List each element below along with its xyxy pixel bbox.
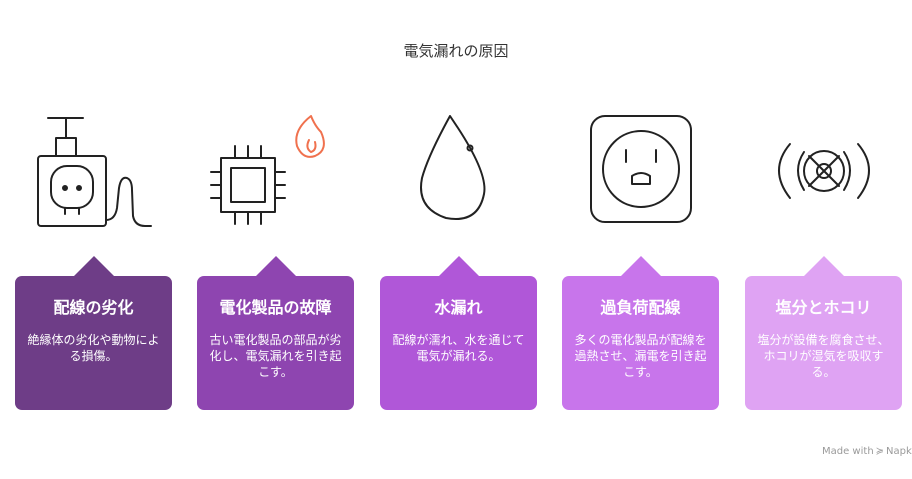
card-text: 絶縁体の劣化や動物による損傷。: [27, 333, 160, 363]
card-text: 多くの電化製品が配線を過熱させ、漏電を引き起こす。: [574, 333, 707, 379]
made-with-credit[interactable]: Made with≽Napkin: [822, 446, 912, 457]
chip-flame-icon: [210, 108, 331, 230]
napkin-logo-icon: ≽: [875, 446, 885, 457]
card-title: 配線の劣化: [53, 298, 134, 317]
card-title: 過負荷配線: [600, 298, 681, 317]
cause-card-overload: 過負荷配線 多くの電化製品が配線を過熱させ、漏電を引き起こす。: [562, 256, 719, 410]
card-text: 配線が濡れ、水を通じて電気が漏れる。: [392, 333, 525, 363]
card-title: 塩分とホコリ: [775, 298, 872, 317]
no-dust-icon: [762, 108, 882, 230]
card-text: 塩分が設備を腐食させ、ホコリが湿気を吸収する。: [757, 333, 890, 379]
cause-card-wiring: 配線の劣化 絶縁体の劣化や動物による損傷。: [15, 256, 172, 410]
diagram-title: 電気漏れの原因: [403, 42, 509, 60]
cause-card-salt-dust: 塩分とホコリ 塩分が設備を腐食させ、ホコリが湿気を吸収する。: [745, 256, 902, 410]
card-text: 古い電化製品の部品が劣化し、電気漏れを引き起こす。: [209, 333, 342, 379]
outlet-icon: [583, 108, 703, 230]
credit-prefix: Made with: [822, 446, 874, 457]
cause-card-water: 水漏れ 配線が濡れ、水を通じて電気が漏れる。: [380, 256, 537, 410]
water-drop-icon: [398, 108, 518, 230]
cause-card-appliance: 電化製品の故障 古い電化製品の部品が劣化し、電気漏れを引き起こす。: [197, 256, 354, 410]
plug-icon: [33, 108, 153, 230]
credit-brand: Napkin: [886, 446, 912, 457]
card-title: 水漏れ: [434, 298, 483, 317]
card-title: 電化製品の故障: [219, 298, 332, 317]
